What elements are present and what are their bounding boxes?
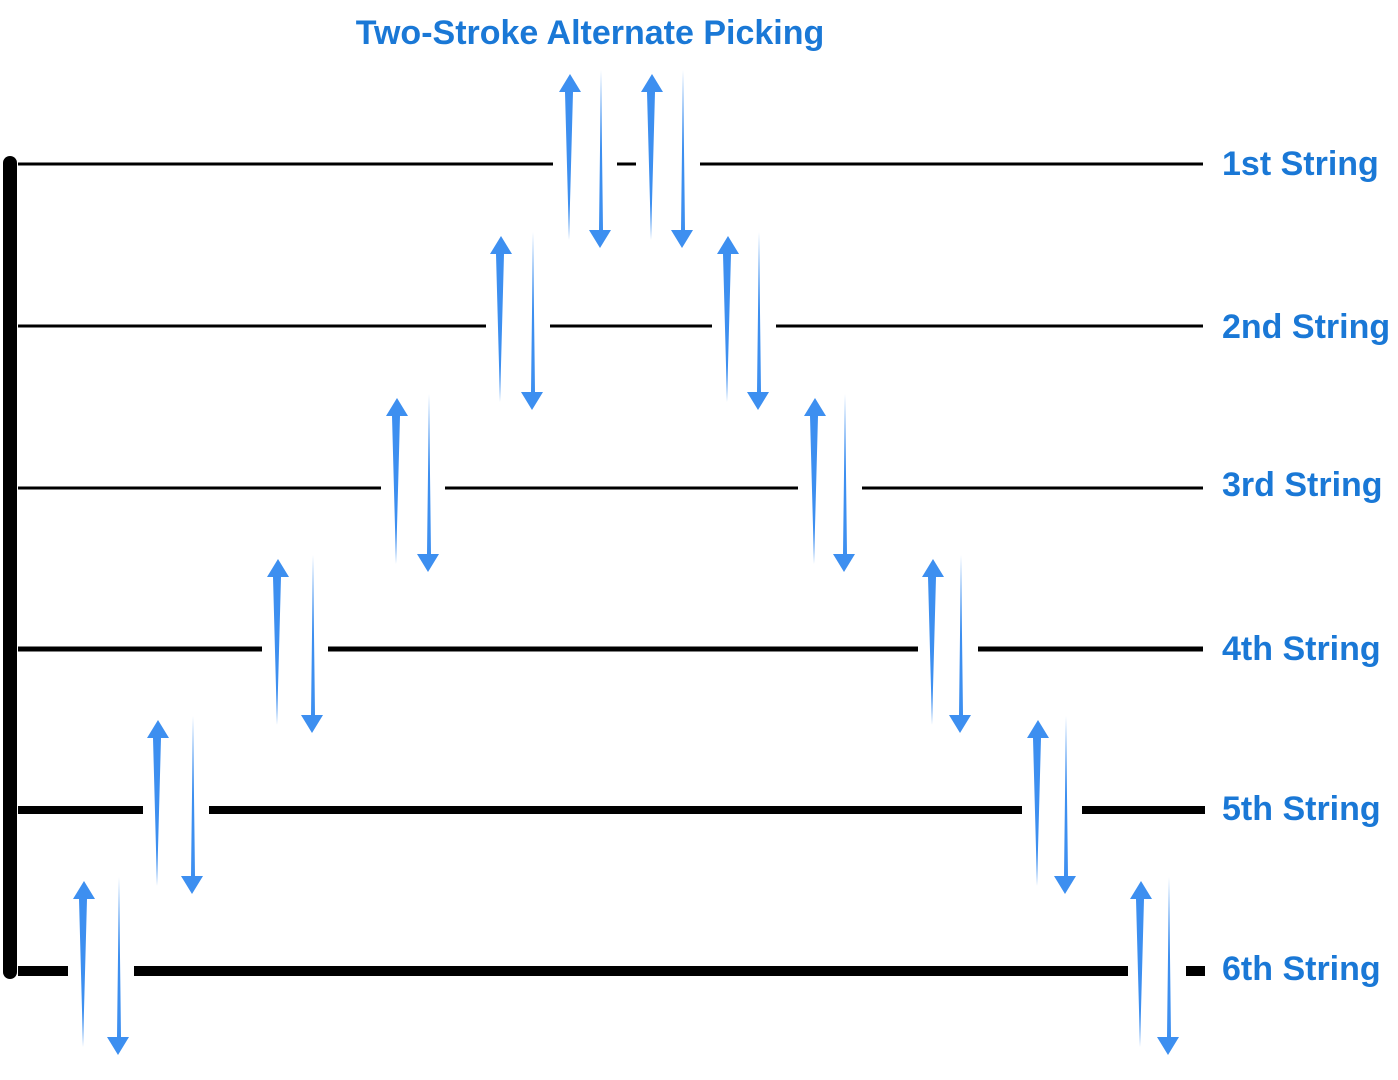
upstroke-arrow-icon [804, 398, 826, 564]
downstroke-arrow-icon [181, 716, 203, 894]
upstroke-arrow-icon [147, 720, 169, 886]
upstroke-arrow-icon [641, 74, 663, 240]
upstroke-arrow-icon [559, 74, 581, 240]
string-label-5: 5th String [1222, 790, 1381, 828]
diagram-title: Two-Stroke Alternate Picking [356, 14, 825, 52]
downstroke-arrow-icon [747, 232, 769, 410]
downstroke-arrow-icon [949, 555, 971, 733]
downstroke-arrow-icon [833, 394, 855, 572]
upstroke-arrow-icon [717, 236, 739, 402]
string-label-2: 2nd String [1222, 308, 1390, 346]
downstroke-arrow-icon [301, 555, 323, 733]
upstroke-arrow-icon [922, 559, 944, 725]
upstroke-arrow-icon [386, 398, 408, 564]
upstroke-arrow-icon [1130, 881, 1152, 1047]
arrows-layer [73, 70, 1179, 1055]
downstroke-arrow-icon [589, 70, 611, 248]
downstroke-arrow-icon [1054, 716, 1076, 894]
upstroke-arrow-icon [73, 881, 95, 1047]
upstroke-arrow-icon [267, 559, 289, 725]
string-label-6: 6th String [1222, 950, 1381, 988]
string-label-3: 3rd String [1222, 466, 1383, 504]
downstroke-arrow-icon [671, 70, 693, 248]
string-label-1: 1st String [1222, 145, 1379, 183]
downstroke-arrow-icon [417, 394, 439, 572]
upstroke-arrow-icon [1027, 720, 1049, 886]
downstroke-arrow-icon [521, 232, 543, 410]
downstroke-arrow-icon [107, 877, 129, 1055]
string-label-4: 4th String [1222, 630, 1381, 668]
strings-layer [18, 162, 1205, 976]
downstroke-arrow-icon [1157, 877, 1179, 1055]
upstroke-arrow-icon [490, 236, 512, 402]
